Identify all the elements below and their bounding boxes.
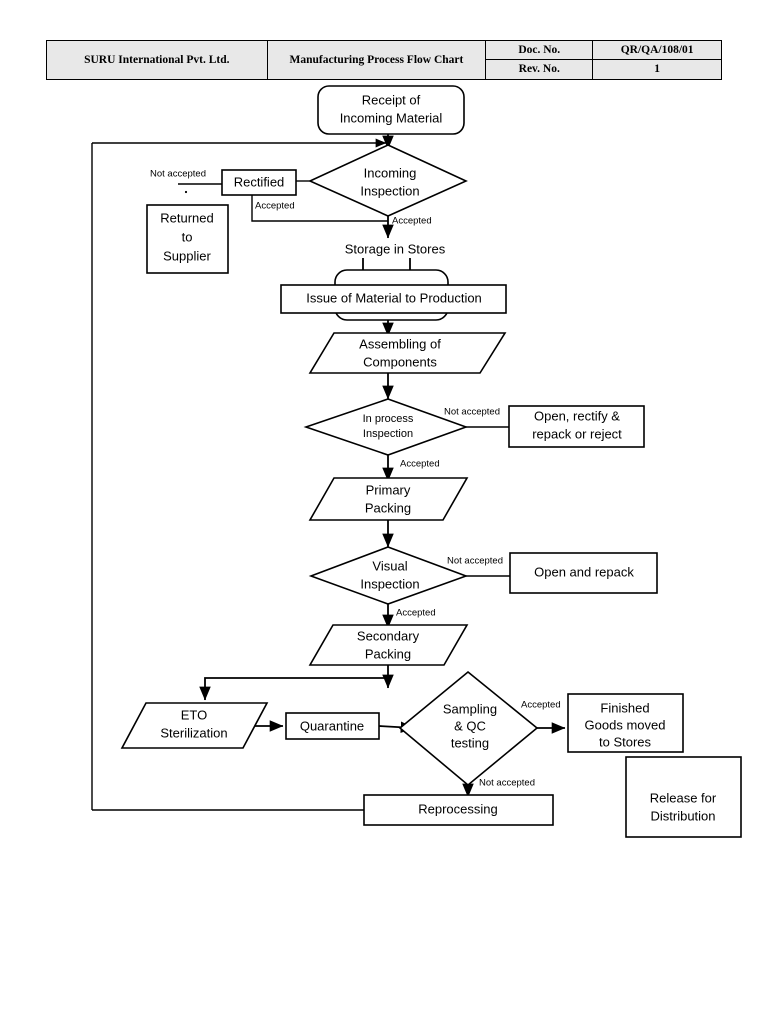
header-company-name: SURU International Pvt. Ltd. (46, 40, 268, 80)
node-primary-packing[interactable]: Primary Packing (308, 477, 469, 521)
header-doc-no-value: QR/QA/108/01 (592, 39, 722, 61)
node-assembling-line-1: Assembling of (359, 336, 441, 351)
edge-label-accepted-sampling: Accepted (521, 700, 561, 711)
node-incoming-inspection[interactable]: Incoming Inspection (308, 144, 468, 217)
edge-label-accepted-inprocess: Accepted (400, 459, 440, 470)
node-receipt-line-2: Incoming Material (340, 110, 443, 125)
node-finished-line-1: Finished (600, 700, 649, 715)
node-open-and-repack[interactable]: Open and repack (509, 552, 658, 594)
node-primary-line-2: Packing (365, 500, 411, 515)
edge-label-not-accepted-inprocess: Not accepted (444, 407, 500, 418)
node-returned-to-supplier[interactable]: Returned to Supplier (146, 204, 229, 274)
node-storage-label: Storage in Stores (345, 241, 446, 256)
connector-secondary-to-eto (199, 677, 388, 701)
node-eto-line-2: Sterilization (160, 725, 227, 740)
node-sampling-line-2: & QC (454, 718, 486, 733)
node-finished-line-2: Goods moved (585, 717, 666, 732)
node-release-for-distribution[interactable]: Release for Distribution (625, 756, 742, 838)
header-rev-no-label: Rev. No. (485, 59, 594, 80)
node-release-line-2: Distribution (650, 808, 715, 823)
edge-label-accepted-incoming: Accepted (392, 216, 432, 227)
node-sampling-line-1: Sampling (443, 701, 497, 716)
node-rectified[interactable]: Rectified (221, 169, 297, 196)
header-rev-no-value: 1 (592, 59, 722, 80)
document-header-table: SURU International Pvt. Ltd. Manufacturi… (46, 39, 722, 80)
header-document-title: Manufacturing Process Flow Chart (266, 40, 487, 80)
node-reprocessing[interactable]: Reprocessing (363, 794, 554, 826)
node-reprocessing-label: Reprocessing (418, 801, 498, 816)
node-incoming-inspection-line-2: Inspection (360, 183, 419, 198)
edge-label-not-accepted-sampling: Not accepted (479, 778, 535, 789)
node-sampling-and-qc-testing[interactable]: Sampling & QC testing (398, 670, 539, 787)
edge-label-not-accepted-incoming: Not accepted (150, 169, 206, 180)
edge-label-accepted-rectified: Accepted (255, 201, 295, 212)
node-assembling-of-components[interactable]: Assembling of Components (308, 332, 507, 374)
node-visual-line-1: Visual (372, 558, 407, 573)
edge-label-not-accepted-visual: Not accepted (447, 556, 503, 567)
edge-label-accepted-visual: Accepted (396, 608, 436, 619)
node-primary-line-1: Primary (366, 482, 411, 497)
node-issue-label: Issue of Material to Production (306, 290, 482, 305)
node-receipt-of-incoming-material[interactable]: Receipt of Incoming Material (317, 85, 465, 135)
node-returned-line-1: Returned (160, 210, 213, 225)
node-storage-in-stores[interactable]: Storage in Stores (345, 241, 446, 256)
node-secondary-packing[interactable]: Secondary Packing (308, 624, 469, 666)
node-finished-line-3: to Stores (599, 734, 652, 749)
node-secondary-line-1: Secondary (357, 628, 420, 643)
node-open-rectify-line-1: Open, rectify & (534, 408, 620, 423)
dot-marker (184, 190, 188, 194)
node-receipt-line-1: Receipt of (362, 92, 421, 107)
node-open-rectify-repack-or-reject[interactable]: Open, rectify & repack or reject (508, 405, 645, 448)
node-rectified-label: Rectified (234, 174, 285, 189)
node-issue-of-material-to-production[interactable]: Issue of Material to Production (280, 284, 507, 314)
node-assembling-line-2: Components (363, 354, 437, 369)
node-eto-sterilization[interactable]: ETO Sterilization (120, 702, 269, 749)
node-open-and-repack-label: Open and repack (534, 564, 634, 579)
node-returned-line-3: Supplier (163, 248, 211, 263)
node-release-line-1: Release for (650, 790, 717, 805)
node-visual-line-2: Inspection (360, 576, 419, 591)
connector-rectified-accepted (251, 195, 388, 222)
node-visual-inspection[interactable]: Visual Inspection (308, 546, 469, 605)
node-quarantine[interactable]: Quarantine (285, 712, 380, 740)
node-incoming-inspection-line-1: Incoming (364, 165, 417, 180)
node-secondary-line-2: Packing (365, 646, 411, 661)
node-in-process-inspection[interactable]: In process Inspection (303, 398, 469, 456)
node-finished-goods-moved-to-stores[interactable]: Finished Goods moved to Stores (567, 693, 684, 753)
node-eto-line-1: ETO (181, 707, 208, 722)
node-open-rectify-line-2: repack or reject (532, 426, 622, 441)
node-sampling-line-3: testing (451, 735, 489, 750)
node-quarantine-label: Quarantine (300, 718, 364, 733)
node-inprocess-line-1: In process (363, 413, 414, 425)
node-inprocess-line-2: Inspection (363, 428, 413, 440)
node-returned-line-2: to (182, 229, 193, 244)
